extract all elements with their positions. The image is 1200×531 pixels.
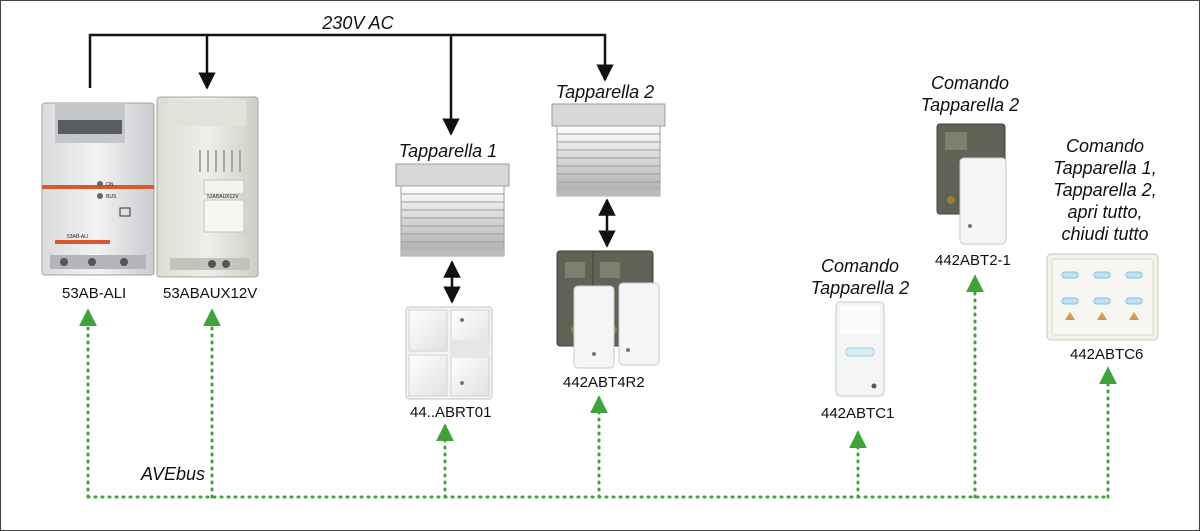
psu-53ab-ali-led-bus: BUS xyxy=(106,194,117,200)
power-bus-line xyxy=(88,33,614,88)
psu-53ab-ali-case-text: 53AB-ALI xyxy=(67,234,88,240)
keypad-44abrt01-image xyxy=(405,306,493,400)
comando-tc6-line-1: Comando xyxy=(1065,136,1145,156)
avebus-wires xyxy=(79,274,1117,499)
psu-53abaux12v-image xyxy=(156,96,259,278)
switch-442abtc1-image xyxy=(835,301,885,397)
switch-442abtc6-image xyxy=(1046,253,1159,341)
shutter-1-image xyxy=(395,163,510,257)
comando-t21-label: Comando Tapparella 2 xyxy=(910,72,1030,116)
code-442abtc1: 442ABTC1 xyxy=(821,405,895,422)
comando-tc6-line-2: Tapparella 1, xyxy=(1053,158,1157,178)
code-44abrt01: 44..ABRT01 xyxy=(410,404,492,421)
power-wires xyxy=(88,33,616,304)
comando-tc1-label: Comando Tapparella 2 xyxy=(800,255,920,299)
comando-tc6-line-5: chiudi tutto xyxy=(1061,224,1149,244)
shutter-2-image xyxy=(551,103,666,197)
psu-53ab-ali-led-on: ON xyxy=(106,182,114,188)
psu-53ab-ali-image xyxy=(41,102,155,276)
switch-442abt2-1-image xyxy=(936,123,1007,245)
comando-t21-line-1: Comando xyxy=(930,73,1010,93)
code-442abt2-1: 442ABT2-1 xyxy=(935,252,1011,269)
module-442abt4r2-image xyxy=(556,250,660,369)
code-442abt4r2: 442ABT4R2 xyxy=(563,374,645,391)
comando-tc1-line-1: Comando xyxy=(820,256,900,276)
power-label: 230V AC xyxy=(322,13,394,33)
comando-tc6-line-3: Tapparella 2, xyxy=(1053,180,1157,200)
tapparella-2-label: Tapparella 2 xyxy=(555,82,655,102)
bus-label: AVEbus xyxy=(140,464,206,484)
comando-tc6-label: Comando Tapparella 1, Tapparella 2, apri… xyxy=(1040,135,1170,245)
comando-t21-line-2: Tapparella 2 xyxy=(920,95,1020,115)
tapparella-1-label: Tapparella 1 xyxy=(398,141,498,161)
code-53ab-ali: 53AB-ALI xyxy=(62,285,127,302)
psu-53abaux12v-case-text: 53ABAUX12V xyxy=(207,194,239,200)
code-442abtc6: 442ABTC6 xyxy=(1070,346,1144,363)
comando-tc6-line-4: apri tutto, xyxy=(1067,202,1143,222)
comando-tc1-line-2: Tapparella 2 xyxy=(810,278,910,298)
code-53abaux12v: 53ABAUX12V xyxy=(163,285,258,302)
